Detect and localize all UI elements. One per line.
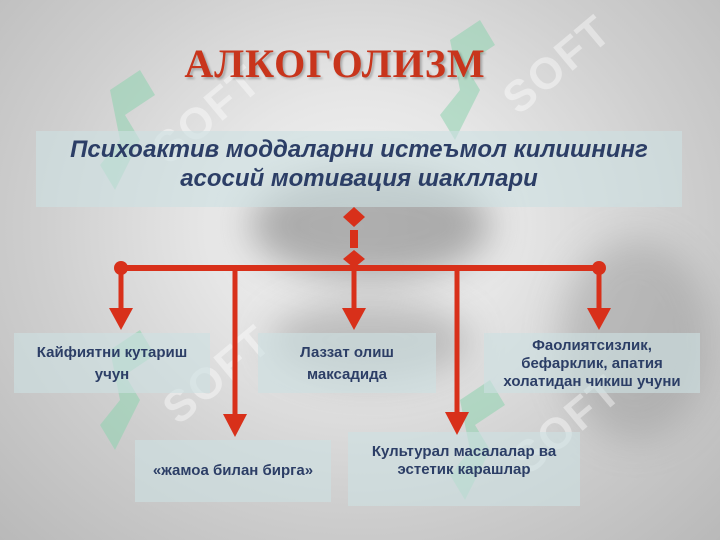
item-2-line-1: «жамоа билан бирга» xyxy=(152,462,314,479)
stem-segment xyxy=(350,230,358,248)
item-label-4: Культурал масалалар ва эстетик карашлар xyxy=(348,443,580,479)
banner-line-2: асосий мотивация шакллари xyxy=(180,165,538,192)
banner-text: Психоактив моддаларни истеъмол килишнинг… xyxy=(36,135,682,193)
item-box-2 xyxy=(135,440,331,502)
item-5-line-3: холатидан чикиш учуни xyxy=(503,373,681,390)
item-label-2: «жамоа билан бирга» xyxy=(135,462,331,480)
item-label-3: Лаззат олиш максадида xyxy=(258,342,436,386)
diamond-bottom xyxy=(343,250,365,268)
item-box-4 xyxy=(348,432,580,506)
item-box-5 xyxy=(484,333,700,393)
banner-line-1: Психоактив моддаларни истеъмол килишнинг xyxy=(70,136,648,163)
arrow-to-item-4 xyxy=(445,268,469,435)
item-box-3 xyxy=(258,333,436,393)
item-5-line-2: бефарклик, апатия xyxy=(521,355,663,372)
item-3-line-2: максадида xyxy=(306,366,388,383)
item-3-line-1: Лаззат олиш xyxy=(300,344,394,361)
item-5-line-1: Фаолиятсизлик, xyxy=(532,337,652,354)
arrow-to-item-2 xyxy=(223,268,247,437)
arrow-to-item-5 xyxy=(587,268,611,330)
diamond-top xyxy=(343,207,365,227)
item-4-line-2: эстетик карашлар xyxy=(397,461,531,478)
banner-box xyxy=(36,131,682,207)
item-label-1: Кайфиятни кутариш учун xyxy=(14,342,210,386)
arrow-to-item-1 xyxy=(109,268,133,330)
item-4-line-1: Культурал масалалар ва xyxy=(371,443,557,460)
item-label-5: Фаолиятсизлик, бефарклик, апатия холатид… xyxy=(484,337,700,391)
arrow-to-item-3 xyxy=(342,268,366,330)
slide-title: АЛКОГОЛИЗМ xyxy=(184,41,486,86)
item-1-line-2: учун xyxy=(94,366,130,383)
item-box-1 xyxy=(14,333,210,393)
item-1-line-1: Кайфиятни кутариш xyxy=(36,344,188,361)
